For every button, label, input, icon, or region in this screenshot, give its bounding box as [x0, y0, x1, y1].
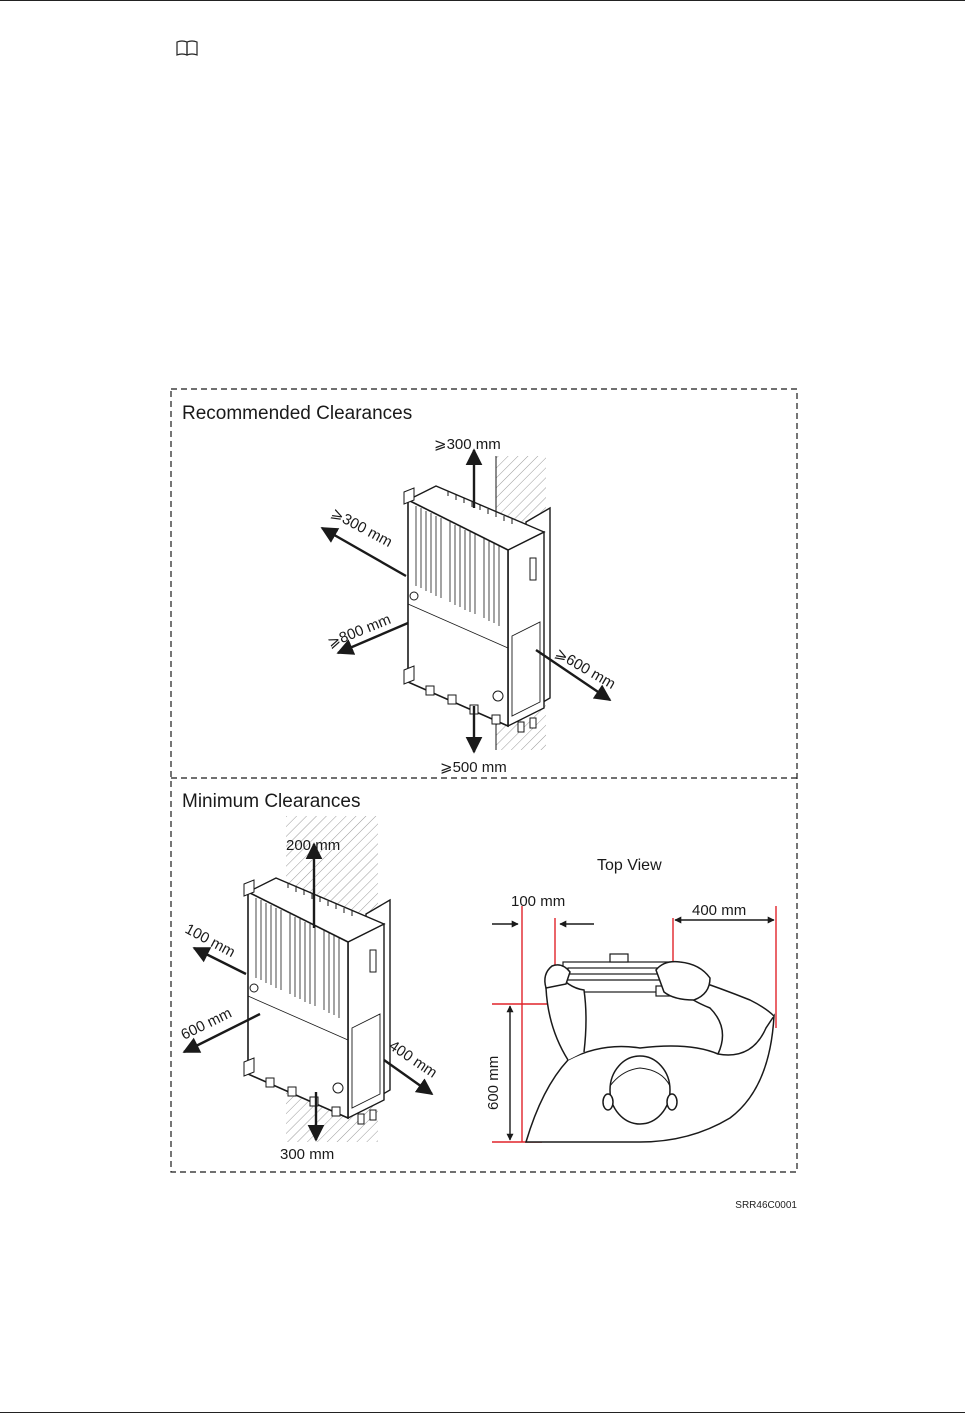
recommended-title: Recommended Clearances [182, 403, 412, 424]
label-top-view-depth: 600 mm [485, 1056, 502, 1110]
label-front-recommended: ⩾300 mm [328, 505, 395, 551]
label-top-recommended: ⩾300 mm [434, 436, 501, 453]
unit-recommended [404, 486, 550, 732]
clearance-figure: Recommended Clearances ⩾300 mm ⩾300 mm ⩾… [170, 388, 798, 1173]
minimum-title: Minimum Clearances [182, 791, 360, 812]
label-bottom-recommended: ⩾500 mm [440, 759, 507, 776]
unit-minimum [244, 878, 390, 1124]
footer-rule [0, 1412, 965, 1413]
label-left-minimum: 600 mm [178, 1005, 234, 1044]
label-top-view-left-gap: 100 mm [511, 893, 565, 910]
label-left-recommended: ⩾800 mm [325, 611, 393, 652]
note-book-icon [176, 39, 198, 57]
label-top-minimum: 200 mm [286, 837, 340, 854]
figure-id: SRR46C0001 [735, 1200, 797, 1211]
top-view-title: Top View [597, 857, 662, 874]
label-bottom-minimum: 300 mm [280, 1146, 334, 1163]
label-right-minimum: 400 mm [386, 1037, 440, 1081]
header-rule [0, 0, 965, 1]
label-top-view-right-gap: 400 mm [692, 902, 746, 919]
